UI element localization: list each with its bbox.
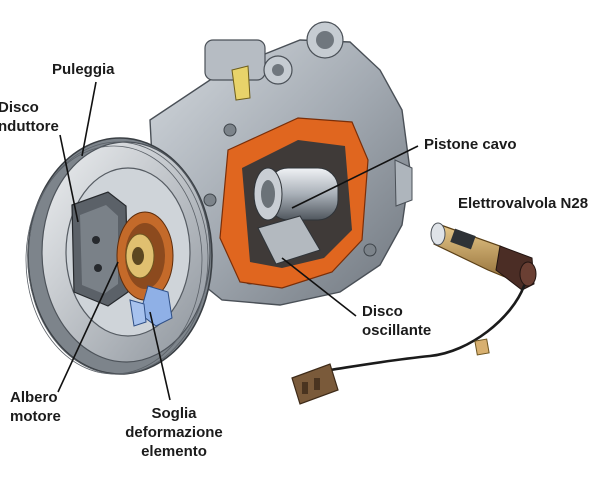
solenoid-valve [430, 222, 537, 291]
label-disco-oscillante-line1: Disco [362, 303, 403, 320]
leader-albero [57, 261, 119, 393]
label-albero-motore: Albero motore [10, 388, 61, 426]
hollow-piston [253, 167, 339, 221]
label-pistone-cavo: Pistone cavo [424, 136, 517, 153]
leader-puleggia [81, 81, 97, 157]
leader-disco-oscillante [281, 257, 357, 317]
label-albero-motore-line1: Albero [10, 389, 58, 406]
leader-soglia [149, 311, 171, 401]
valve-cable [291, 284, 526, 405]
leader-pistone [291, 145, 419, 209]
cutaway-section [219, 117, 369, 289]
label-puleggia: Puleggia [52, 61, 115, 78]
label-albero-motore-line2: motore [10, 408, 61, 425]
label-soglia-deformazione: Soglia deformazione elemento [114, 404, 234, 461]
label-disco-oscillante-line2: oscillante [362, 322, 432, 339]
label-elettrovalvola: Elettrovalvola N28 [458, 195, 589, 212]
label-soglia-line1: Soglia [151, 405, 197, 422]
label-soglia-line3: elemento [141, 443, 207, 460]
leader-disco-induttore [59, 134, 79, 223]
shaft-hub [116, 211, 174, 327]
leader-lines [57, 81, 419, 401]
label-disco-induttore-line2: nduttore [0, 118, 59, 135]
label-disco-oscillante: Disco oscillante [362, 302, 431, 340]
swash-plate [257, 215, 321, 265]
drive-disc [71, 191, 129, 307]
label-disco-induttore: Disco nduttore [0, 98, 59, 136]
label-disco-induttore-line1: Disco [0, 99, 39, 116]
label-soglia-line2: deformazione [125, 424, 223, 441]
